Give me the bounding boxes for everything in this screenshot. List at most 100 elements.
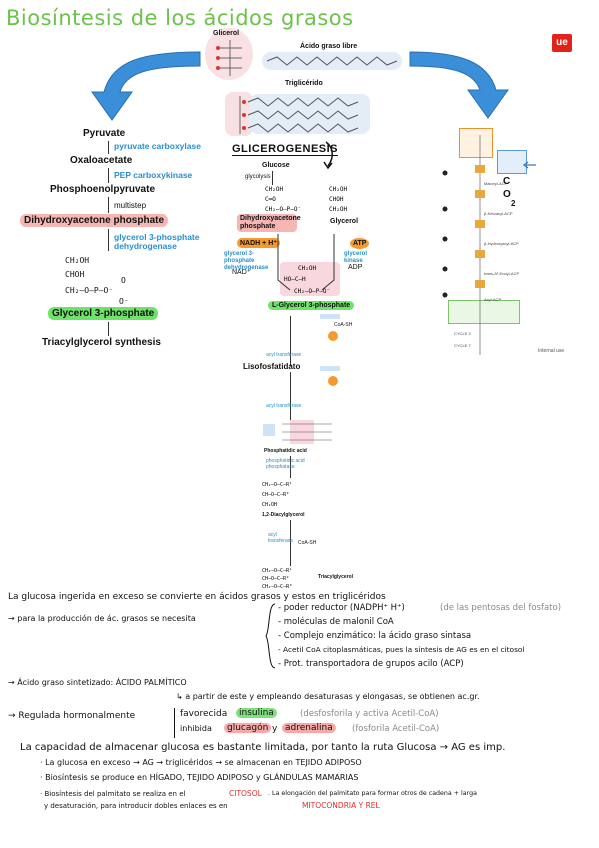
phosphatase-label: phosphatidic acid phosphatase — [266, 458, 305, 470]
l-g3p-label: L-Glycerol 3-phosphate — [268, 301, 355, 310]
g3p-mid-structure: CH₂OH HO—C—H CH₂—O—P—O⁻ — [284, 265, 330, 295]
note-line-3: → Ácido graso sintetizado: ÁCIDO PALMÍTI… — [8, 678, 187, 687]
internal-use-label: Internal use — [538, 348, 565, 354]
pyruvate-label: Pyruvate — [83, 128, 126, 139]
diacylglycerol-structure: CH₂—O—C—R¹ CH—O—C—R² CH₂OH — [262, 482, 292, 508]
glicerogenesis-arrow — [323, 141, 333, 170]
note-bullet-1-grey: (de las pentosas del fosfato) — [440, 603, 562, 613]
note-line-6: La capacidad de almacenar glucosa es bas… — [20, 742, 506, 753]
svg-text:Acyl-ACP: Acyl-ACP — [484, 297, 501, 302]
flow-arrows — [91, 51, 509, 121]
acyl-transferase-1-label: acyl transferase — [266, 352, 302, 358]
svg-text:trans-Δ²-Enoyl-ACP: trans-Δ²-Enoyl-ACP — [484, 271, 519, 276]
page-title: Biosíntesis de los ácidos grasos — [6, 6, 354, 30]
svg-text:Malonyl-ACP: Malonyl-ACP — [484, 181, 508, 186]
arrow — [272, 171, 273, 185]
note-bullet-3: - Complejo enzimático: la ácido graso si… — [278, 631, 472, 641]
g3p-structure-line1: CH₂OH — [65, 256, 90, 265]
glycerol-structure: CH₂OH CHOH CH₂OH — [329, 186, 347, 213]
oxaloacetate-label: Oxaloacetate — [70, 155, 133, 166]
arrow — [108, 229, 109, 251]
glycerol-molecule — [216, 40, 242, 76]
arrow — [290, 372, 291, 420]
nadh-badge: NADH + H⁺ — [237, 238, 280, 248]
svg-text:CYCLE 2: CYCLE 2 — [454, 331, 471, 336]
svg-text:β-Hydroxyacyl-ACP: β-Hydroxyacyl-ACP — [484, 241, 519, 246]
note-line-9a: · Biosíntesis del palmitato se realiza e… — [40, 790, 186, 798]
fatty-acid-chain — [266, 56, 398, 66]
arrow — [108, 197, 109, 213]
arrow — [290, 316, 291, 366]
note-line-10: y desaturación, para introducir dobles e… — [44, 802, 228, 810]
arrow — [290, 456, 291, 478]
svg-text:CH₂OH: CH₂OH — [262, 502, 277, 508]
multistep-label: multistep — [114, 201, 147, 210]
svg-text:CH—O—C—R²: CH—O—C—R² — [262, 492, 289, 498]
svg-text:CH₂—O—P—O⁻: CH₂—O—P—O⁻ — [294, 288, 330, 295]
svg-text:CH₂—O—C—R¹: CH₂—O—C—R¹ — [262, 568, 292, 574]
note-bullet-4: - Acetil CoA citoplasmáticas, pues la sí… — [278, 645, 525, 654]
glucagon-highlight: glucagón — [224, 723, 272, 733]
adrenalina-highlight: adrenalina — [282, 723, 336, 733]
diacylglycerol-label: 1,2-Diacylglycerol — [262, 512, 305, 518]
svg-text:CYCLE 7: CYCLE 7 — [454, 343, 471, 348]
insulina-highlight: insulina — [236, 708, 277, 718]
acyl-transferase-3-label: acyl transferase — [268, 532, 294, 544]
g3p-structure-line3: CH₂—O—P—O⁻ — [65, 286, 114, 295]
svg-text:CH₂OH: CH₂OH — [329, 206, 347, 213]
nad-label: NAD⁺ — [232, 269, 251, 276]
y-label: y — [272, 724, 278, 734]
right-o-label: O — [503, 189, 511, 200]
g3p-dehydrogenase-label-1: glycerol 3-phosphate — [114, 232, 200, 242]
g3p-structure-line2: CHOH — [65, 270, 85, 279]
glycerol-kinase-label: glycerol kinase — [344, 251, 368, 264]
acyl-transferase-2-label: acyl transferase — [266, 403, 302, 409]
dhap-mid-label: Dihydroxyacetone phosphate — [237, 214, 301, 232]
favorecida-note: (desfosforila y activa Acetil-CoA) — [300, 709, 439, 719]
pep-label: Phosphoenolpyruvate — [50, 184, 156, 195]
g3p-structure-o-top: O — [121, 276, 126, 285]
svg-text:CH₂—O—P—O⁻: CH₂—O—P—O⁻ — [265, 206, 301, 213]
svg-text:CH₂OH: CH₂OH — [329, 186, 347, 193]
g3p-dehydrogenase-mid-label: glycerol 3-phosphate dehydrogenase — [224, 251, 269, 271]
glucose-label: Glucose — [262, 162, 290, 169]
coa-sh-label-2: CoA-SH — [298, 540, 317, 546]
mitocondria-label: MITOCONDRIA Y REL — [302, 801, 380, 810]
atp-dot-2 — [328, 376, 338, 386]
phosphatidic-acid-label: Phosphatidic acid — [264, 448, 307, 454]
svg-text:HO—C—H: HO—C—H — [284, 276, 306, 283]
svg-text:C═O: C═O — [265, 196, 276, 203]
triacylglycerol-label: Triacylglycerol — [318, 574, 354, 580]
g3p-structure-o-bottom: O⁻ — [119, 297, 129, 306]
atp-badge: ATP — [350, 238, 370, 249]
svg-text:CHOH: CHOH — [329, 196, 344, 203]
phosphatidic-structure — [282, 423, 332, 441]
arrow — [108, 141, 109, 154]
g3p-structure-highlight — [280, 262, 340, 296]
arrow — [290, 520, 291, 566]
triacylglycerol-synthesis-label: Triacylglycerol synthesis — [42, 337, 161, 348]
svg-text:β-Ketoacyl-ACP: β-Ketoacyl-ACP — [484, 211, 513, 216]
triglyceride-molecule — [239, 96, 359, 134]
glycerol-mid-label: Glycerol — [330, 218, 359, 225]
favorecida-label: favorecida — [180, 709, 228, 719]
note-bullet-1: - poder reductor (NADPH⁺ H⁺) — [278, 603, 405, 613]
arrow — [108, 322, 109, 336]
ue-logo: ue — [552, 34, 572, 52]
note-line-5: → Regulada hormonalmente — [8, 711, 136, 721]
dhap-structure: CH₂OH C═O CH₂—O—P—O⁻ — [265, 186, 301, 213]
triglyceride-chain-highlight — [250, 94, 370, 134]
acyl-highlight — [320, 314, 340, 319]
note-line-8: · Biosíntesis se produce en HÍGADO, TEJI… — [40, 773, 359, 782]
note-bullet-5: - Prot. transportadora de grupos acilo (… — [278, 659, 464, 669]
note-divider — [174, 708, 175, 738]
dhap-label: Dihydroxyacetone phosphate — [20, 214, 169, 227]
right-box-orange — [459, 128, 493, 158]
svg-text:CH₂—O—C—R³: CH₂—O—C—R³ — [262, 584, 292, 590]
g3p-dehydrogenase-label-2: dehydrogenase — [114, 241, 177, 251]
right-c-label: C — [503, 176, 511, 187]
note-brace — [265, 603, 276, 669]
adp-label: ADP — [348, 264, 363, 271]
right-box-green — [448, 300, 520, 324]
inhibida-label: inhibida — [180, 724, 212, 733]
